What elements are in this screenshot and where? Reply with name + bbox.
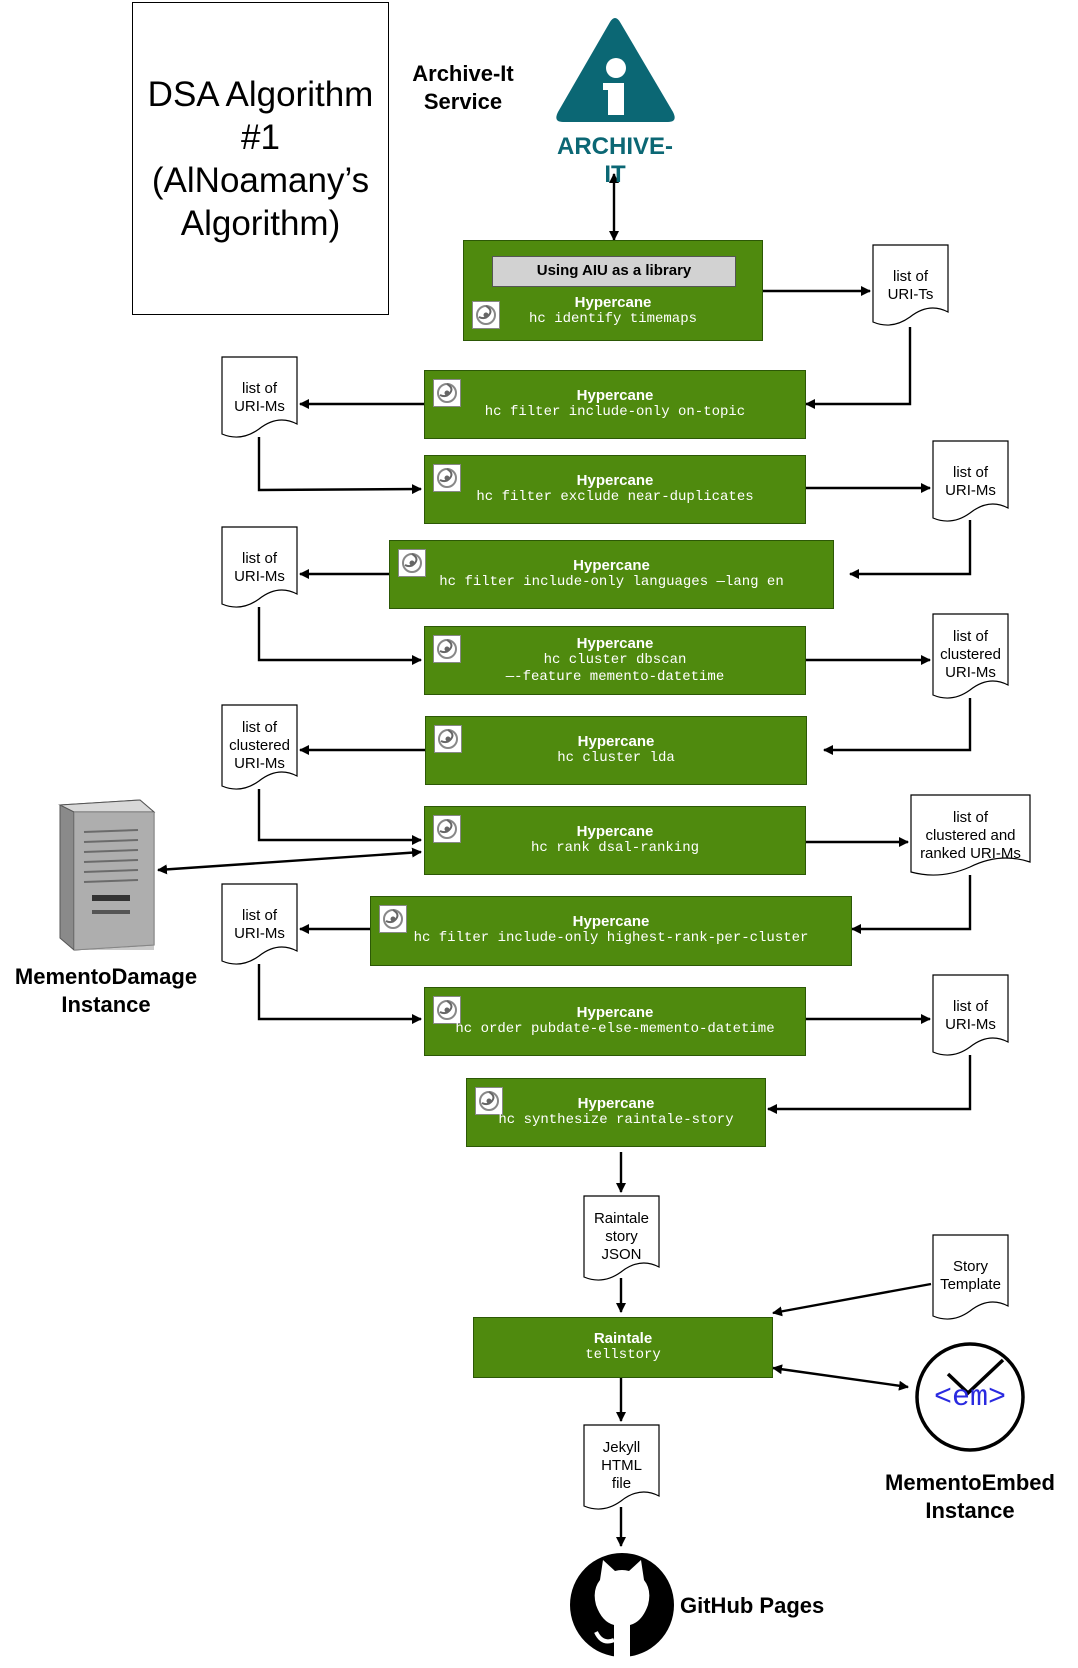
- document-shape: [221, 704, 298, 790]
- memento-damage-label: MementoDamage Instance: [14, 964, 198, 1017]
- document-shape: [932, 613, 1009, 699]
- box-command: hc synthesize raintale-story: [498, 1112, 734, 1128]
- box-command: hc cluster lda: [557, 750, 675, 766]
- process-box-rank-dsal: Hypercane hc rank dsal-ranking: [424, 806, 806, 875]
- connector: [257, 789, 422, 845]
- document-shape: [932, 974, 1009, 1056]
- document-shape: [221, 526, 298, 608]
- box-command: hc filter include-only languages —lang e…: [439, 574, 784, 590]
- hypercane-icon: [433, 635, 461, 663]
- document-uri-ts: list of URI-Ts: [887, 268, 934, 303]
- process-box-order-pubdate: Hypercane hc order pubdate-else-memento-…: [424, 987, 806, 1056]
- box-name: Hypercane: [577, 733, 655, 750]
- document-uri-ms: list of URI-Ms: [945, 998, 996, 1033]
- connector: [767, 1055, 972, 1114]
- process-box-cluster-lda: Hypercane hc cluster lda: [425, 716, 807, 785]
- document-clustered-ranked-uri-ms: list of clustered and ranked URI-Ms: [920, 809, 1021, 862]
- box-name: Hypercane: [576, 1004, 654, 1021]
- document-shape: [932, 440, 1009, 522]
- box-command: tellstory: [585, 1347, 661, 1363]
- box-command: hc order pubdate-else-memento-datetime: [455, 1021, 775, 1037]
- connector: [257, 437, 422, 495]
- document-shape: [872, 244, 949, 326]
- memento-embed-label: MementoEmbed Instance: [885, 1470, 1055, 1523]
- process-box-synthesize-raintale-story: Hypercane hc synthesize raintale-story: [466, 1078, 766, 1147]
- box-command: hc filter exclude near-duplicates: [476, 489, 754, 505]
- document-raintale-story-json: Raintale story JSON: [593, 1210, 650, 1263]
- hypercane-icon: [398, 549, 426, 577]
- box-name: Hypercane: [576, 472, 654, 489]
- github-pages-label: GitHub Pages: [680, 1593, 825, 1618]
- document-uri-ms: list of URI-Ms: [234, 380, 285, 415]
- document-story-template: Story Template: [940, 1258, 1001, 1293]
- box-command: hc cluster dbscan —-feature memento-date…: [505, 652, 725, 685]
- box-command: hc identify timemaps: [528, 311, 698, 327]
- box-name: Hypercane: [574, 294, 652, 311]
- process-box-filter-on-topic: Hypercane hc filter include-only on-topi…: [424, 370, 806, 439]
- connector: [772, 1364, 909, 1391]
- document-clustered-uri-ms: list of clustered URI-Ms: [229, 719, 290, 772]
- hypercane-icon: [433, 815, 461, 843]
- connector: [823, 698, 972, 755]
- algorithm-title: DSA Algorithm #1 (AlNoamany’s Algorithm): [147, 74, 374, 243]
- hypercane-icon: [472, 301, 500, 329]
- hypercane-icon: [433, 379, 461, 407]
- connectors: [157, 173, 972, 1547]
- archive-it-logo: [556, 18, 675, 122]
- process-box-filter-languages: Hypercane hc filter include-only languag…: [389, 540, 834, 609]
- algorithm-title-box: DSA Algorithm #1 (AlNoamany’s Algorithm): [132, 2, 389, 315]
- connector: [851, 875, 972, 934]
- document-uri-ms: list of URI-Ms: [234, 907, 285, 942]
- connector: [772, 1282, 932, 1317]
- process-box-identify-timemaps: Using AIU as a library Hypercane hc iden…: [463, 240, 763, 341]
- process-box-raintale-tellstory: Raintale tellstory: [473, 1317, 773, 1378]
- hypercane-icon: [434, 725, 462, 753]
- box-command: hc filter include-only highest-rank-per-…: [413, 930, 809, 946]
- document-shape: [583, 1195, 660, 1281]
- document-shape: [910, 794, 1031, 876]
- document-shape: [221, 356, 298, 438]
- document-jekyll-html: Jekyll HTML file: [601, 1439, 642, 1492]
- document-shape: [221, 883, 298, 965]
- box-name: Raintale: [593, 1330, 653, 1347]
- hypercane-icon: [379, 905, 407, 933]
- box-command: hc rank dsal-ranking: [530, 840, 700, 856]
- process-box-cluster-dbscan: Hypercane hc cluster dbscan —-feature me…: [424, 626, 806, 695]
- connector: [849, 520, 972, 579]
- box-name: Hypercane: [572, 913, 650, 930]
- document-uri-ms: list of URI-Ms: [234, 550, 285, 585]
- process-box-highest-rank-per-cluster: Hypercane hc filter include-only highest…: [370, 896, 852, 966]
- hypercane-icon: [433, 464, 461, 492]
- document-clustered-uri-ms: list of clustered URI-Ms: [940, 628, 1001, 681]
- document-uri-ms: list of URI-Ms: [945, 464, 996, 499]
- hypercane-icon: [433, 996, 461, 1024]
- library-bar: Using AIU as a library: [492, 256, 736, 287]
- server-icon: [58, 799, 156, 951]
- connector: [257, 964, 422, 1024]
- memento-embed-logo-text: <em>: [933, 1381, 1006, 1415]
- process-box-exclude-near-duplicates: Hypercane hc filter exclude near-duplica…: [424, 455, 806, 524]
- connector: [805, 327, 912, 409]
- box-command: hc filter include-only on-topic: [484, 404, 746, 420]
- box-name: Hypercane: [577, 1095, 655, 1112]
- box-name: Hypercane: [576, 387, 654, 404]
- github-icon: [570, 1553, 674, 1657]
- archive-it-service-label: Archive-It Service: [412, 61, 514, 114]
- box-name: Hypercane: [573, 557, 650, 574]
- document-shape: [932, 1234, 1009, 1320]
- archive-it-logo-text: ARCHIVE-IT: [556, 133, 673, 188]
- connector: [157, 847, 422, 875]
- memento-embed-icon: [915, 1342, 1025, 1452]
- document-shape: [583, 1424, 660, 1510]
- documents: [221, 244, 1031, 1510]
- box-name: Hypercane: [576, 823, 654, 840]
- hypercane-icon: [475, 1087, 503, 1115]
- box-name: Hypercane: [576, 635, 654, 652]
- connector: [257, 607, 422, 665]
